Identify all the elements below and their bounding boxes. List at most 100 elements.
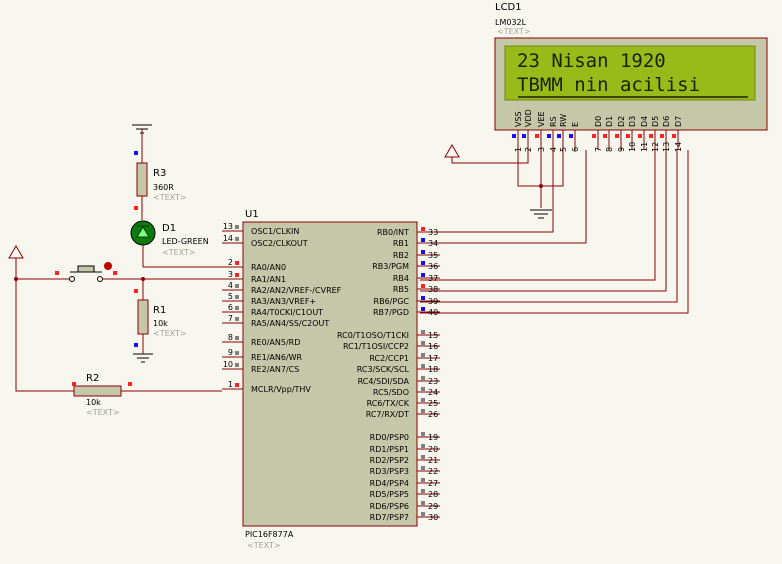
lcd-pin-name: VSS bbox=[514, 111, 523, 127]
mcu-pin-state bbox=[421, 455, 425, 459]
mcu-pin-number: 14 bbox=[223, 234, 233, 243]
lcd-pin-state bbox=[557, 134, 561, 138]
mcu-pin-state bbox=[235, 351, 239, 355]
mcu-pin-state bbox=[235, 306, 239, 310]
resistor-r2[interactable]: R2 10k <TEXT> bbox=[72, 373, 222, 417]
mcu-pin-state bbox=[421, 432, 425, 436]
lcd-pin-number: 14 bbox=[674, 142, 683, 152]
mcu-pin-name: RC0/T1OSO/T1CKI bbox=[337, 331, 409, 340]
lcd-pin-name: D1 bbox=[605, 116, 614, 127]
mcu-pin-number: 24 bbox=[428, 388, 438, 397]
mcu-pin-name: RD5/PSP5 bbox=[370, 490, 409, 499]
mcu-pin-state bbox=[235, 336, 239, 340]
mcu-pin-state bbox=[235, 261, 239, 265]
mcu-pin-number: 33 bbox=[428, 228, 438, 237]
mcu-pin-state bbox=[421, 307, 425, 311]
mcu-right-pins: 33RB0/INT34RB135RB236RB3/PGM37RB438RB539… bbox=[337, 227, 440, 522]
resistor-r3[interactable]: R3 360R <TEXT> bbox=[132, 124, 187, 220]
mcu-pin-name: RC2/CCP1 bbox=[369, 354, 409, 363]
mcu-pin-number: 4 bbox=[228, 281, 233, 290]
lcd-pin-number: 13 bbox=[662, 142, 671, 152]
wire-d4 bbox=[420, 150, 656, 281]
button-network bbox=[8, 245, 74, 392]
wire-rs bbox=[420, 150, 554, 233]
d1-text-tag: <TEXT> bbox=[162, 248, 196, 257]
lcd-text-tag: <TEXT> bbox=[497, 27, 531, 36]
mcu-pin-state bbox=[421, 501, 425, 505]
mcu-ref-label: U1 bbox=[245, 209, 259, 220]
mcu-pin-number: 1 bbox=[228, 380, 233, 389]
lcd-pin-group: VSS1VDD2VEE3RS4RW5E6D07D18D29D310D411D51… bbox=[512, 109, 683, 152]
lcd-pin-state bbox=[592, 134, 596, 138]
mcu-pin-name: RA0/AN0 bbox=[251, 263, 286, 272]
mcu-pin-number: 40 bbox=[428, 308, 438, 317]
lcd-pin-number: 2 bbox=[524, 147, 533, 152]
lcd-pin-name: D0 bbox=[594, 116, 603, 127]
mcu-pin-state bbox=[421, 364, 425, 368]
lcd-pin-number: 3 bbox=[537, 147, 546, 152]
mcu-pin-state bbox=[421, 387, 425, 391]
wire-d6 bbox=[420, 150, 678, 303]
lcd-pin-number: 8 bbox=[605, 147, 614, 152]
d1-ref: D1 bbox=[162, 223, 176, 234]
mcu-pin-name: RD6/PSP6 bbox=[370, 502, 409, 511]
mcu-pin-name: OSC2/CLKOUT bbox=[251, 239, 308, 248]
mcu-pin-number: 22 bbox=[428, 467, 438, 476]
push-button[interactable] bbox=[55, 262, 222, 282]
mcu-pin-number: 38 bbox=[428, 285, 438, 294]
mcu-pin-name: RD2/PSP2 bbox=[370, 456, 409, 465]
mcu-pin-number: 29 bbox=[428, 502, 438, 511]
mcu-pin-number: 13 bbox=[223, 222, 233, 231]
mcu-pin-number: 7 bbox=[228, 314, 233, 323]
mcu-pin-state bbox=[421, 409, 425, 413]
lcd-pin-name: VDD bbox=[524, 109, 533, 127]
mcu-pin-state bbox=[421, 478, 425, 482]
mcu-pin-state bbox=[421, 296, 425, 300]
led-d1[interactable]: D1 LED-GREEN <TEXT> bbox=[130, 220, 209, 267]
lcd-pin-number: 7 bbox=[594, 147, 603, 152]
mcu-pin-state bbox=[235, 284, 239, 288]
wire-vdd bbox=[451, 150, 529, 164]
mcu-pin-name: RE2/AN7/CS bbox=[251, 365, 299, 374]
mcu-pin-number: 37 bbox=[428, 274, 438, 283]
lcd-component[interactable]: LCD1 LM032L <TEXT> 23 Nisan 1920 TBMM ni… bbox=[494, 2, 768, 152]
mcu-pin-number: 5 bbox=[228, 292, 233, 301]
wire-d7 bbox=[420, 150, 689, 314]
lcd-pin-state bbox=[535, 134, 539, 138]
mcu-pin-number: 20 bbox=[428, 445, 438, 454]
mcu-pin-number: 2 bbox=[228, 258, 233, 267]
mcu-pin-name: RB6/PGC bbox=[374, 297, 410, 306]
mcu-left-pins: 13OSC1/CLKIN14OSC2/CLKOUT2RA0/AN03RA1/AN… bbox=[222, 222, 342, 394]
resistor-r1[interactable]: R1 10k <TEXT> bbox=[133, 279, 187, 363]
mcu-text-tag: <TEXT> bbox=[247, 541, 281, 550]
r2-ref: R2 bbox=[86, 373, 99, 384]
lcd-screen bbox=[504, 45, 756, 101]
lcd-pin-number: 10 bbox=[628, 142, 637, 152]
mcu-model-label: PIC16F877A bbox=[245, 530, 294, 539]
mcu-pin-name: RB1 bbox=[393, 239, 409, 248]
lcd-pin-name: VEE bbox=[537, 111, 546, 127]
mcu-pin-name: RD1/PSP1 bbox=[370, 445, 409, 454]
mcu-pin-state bbox=[421, 466, 425, 470]
mcu-pin-name: MCLR/Vpp/THV bbox=[251, 385, 311, 394]
lcd-pin-name: E bbox=[571, 122, 580, 127]
lcd-pin-state bbox=[649, 134, 653, 138]
lcd-pin-state bbox=[522, 134, 526, 138]
mcu-pin-state bbox=[421, 376, 425, 380]
wire-vss bbox=[517, 150, 541, 187]
mcu-pin-number: 36 bbox=[428, 262, 438, 271]
lcd-pin-name: D6 bbox=[662, 116, 671, 127]
lcd-pin-number: 12 bbox=[651, 142, 660, 152]
mcu-pin-state bbox=[235, 383, 239, 387]
mcu-pin-name: RC5/SDO bbox=[373, 388, 409, 397]
mcu-pin-state bbox=[235, 317, 239, 321]
mcu-pin-state bbox=[421, 250, 425, 254]
power-terminal-icon bbox=[8, 245, 24, 259]
mcu-component[interactable]: U1 PIC16F877A <TEXT> 13OSC1/CLKIN14OSC2/… bbox=[222, 209, 440, 550]
mcu-pin-number: 25 bbox=[428, 399, 438, 408]
mcu-pin-number: 9 bbox=[228, 348, 233, 357]
mcu-pin-name: RD0/PSP0 bbox=[370, 433, 409, 442]
mcu-pin-name: RC6/TX/CK bbox=[367, 399, 410, 408]
mcu-pin-number: 23 bbox=[428, 377, 438, 386]
